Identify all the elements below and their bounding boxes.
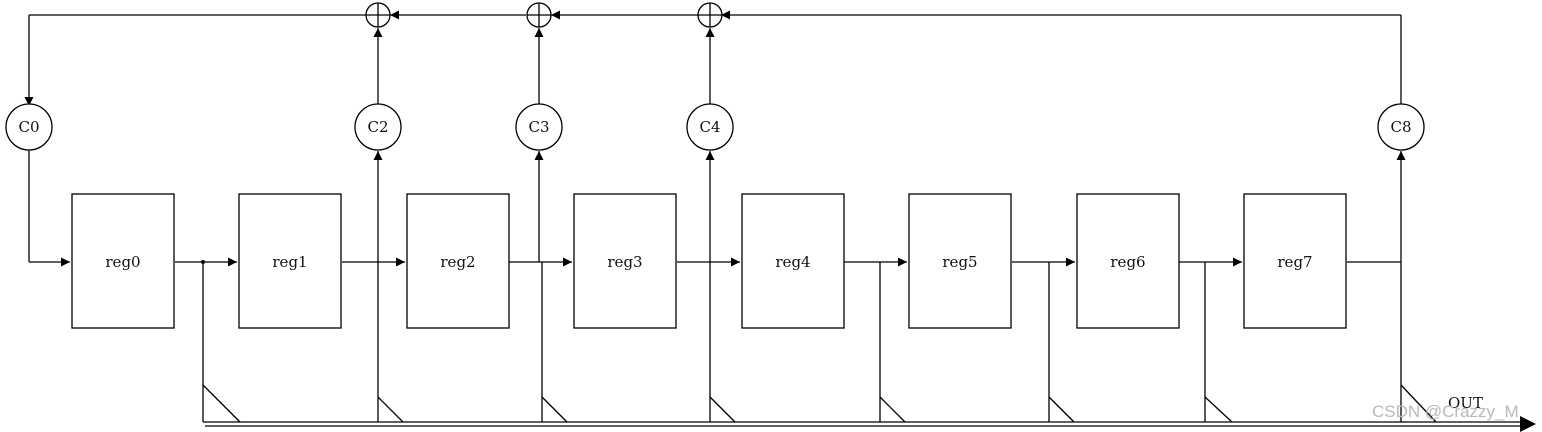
register-label: reg6 xyxy=(1110,253,1145,271)
register-reg3: reg3 xyxy=(573,193,677,329)
tap-label: C3 xyxy=(528,118,549,136)
tap-c0: C0 xyxy=(5,103,53,151)
register-label: reg4 xyxy=(775,253,810,271)
xor-adder-1 xyxy=(365,2,391,28)
watermark: CSDN @Crazzy_M xyxy=(1372,402,1519,421)
xor-adder-3 xyxy=(697,2,723,28)
tap-c8: C8 xyxy=(1377,103,1425,151)
register-label: reg5 xyxy=(942,253,977,271)
register-reg4: reg4 xyxy=(741,193,845,329)
register-reg5: reg5 xyxy=(908,193,1012,329)
tap-label: C0 xyxy=(18,118,39,136)
tap-c2: C2 xyxy=(354,103,402,151)
register-label: reg3 xyxy=(607,253,642,271)
tap-label: C4 xyxy=(699,118,720,136)
register-label: reg7 xyxy=(1277,253,1312,271)
output-taps xyxy=(202,262,1437,423)
register-reg1: reg1 xyxy=(238,193,342,329)
register-label: reg1 xyxy=(272,253,307,271)
register-label: reg2 xyxy=(440,253,475,271)
tap-lines xyxy=(373,28,1406,262)
tap-c4: C4 xyxy=(686,103,734,151)
junction-dot xyxy=(201,260,205,264)
register-reg7: reg7 xyxy=(1243,193,1347,329)
output-bus xyxy=(203,416,1536,432)
register-reg2: reg2 xyxy=(406,193,510,329)
feedback-bus xyxy=(24,10,1402,267)
register-label: reg0 xyxy=(105,253,140,271)
xor-adder-2 xyxy=(526,2,552,28)
register-reg0: reg0 xyxy=(71,193,175,329)
tap-label: C2 xyxy=(367,118,388,136)
tap-c3: C3 xyxy=(515,103,563,151)
tap-label: C8 xyxy=(1390,118,1411,136)
register-reg6: reg6 xyxy=(1076,193,1180,329)
output-label: OUT xyxy=(1448,394,1483,412)
